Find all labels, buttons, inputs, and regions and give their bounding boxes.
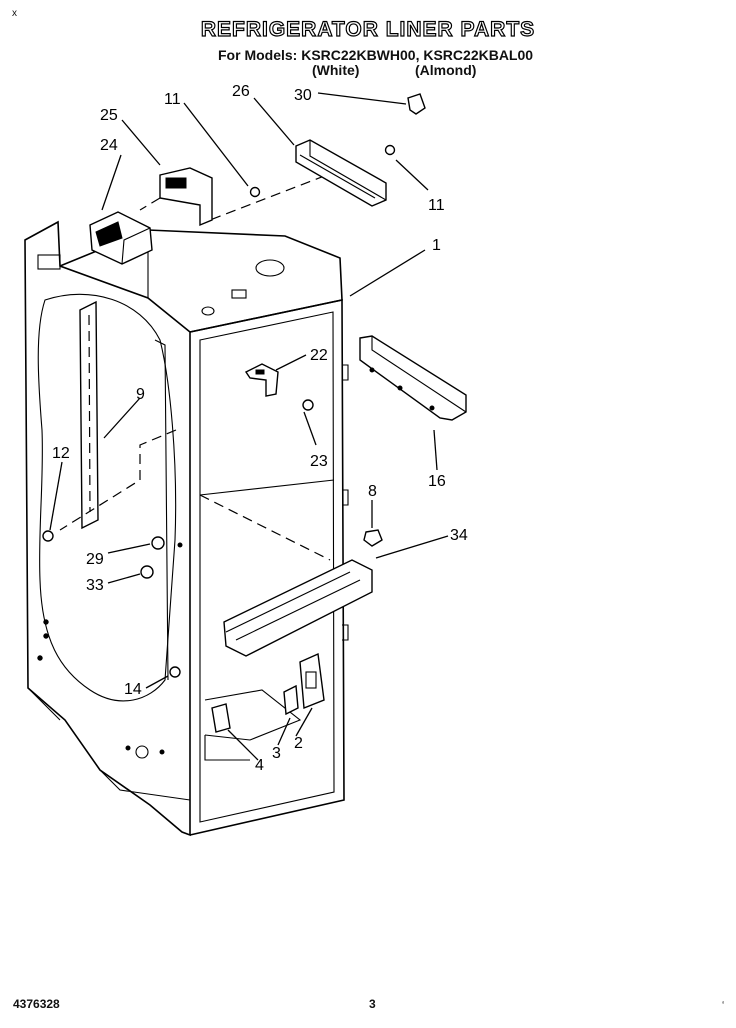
shelf-channel [223, 559, 373, 657]
callout-23: 23 [310, 453, 328, 470]
bottom-brackets [211, 652, 325, 733]
leader-lines [49, 92, 449, 761]
callout-9: 9 [136, 386, 145, 403]
control-housing [89, 167, 213, 265]
callout-8: 8 [368, 483, 377, 500]
callout-14: 14 [124, 681, 142, 698]
fastener-part [363, 529, 383, 547]
callout-labels: 1 2 3 4 8 9 11 11 12 14 16 22 23 24 25 2… [52, 83, 468, 774]
callout-33: 33 [86, 577, 104, 594]
callout-30: 30 [294, 87, 312, 104]
callout-34: 34 [450, 527, 468, 544]
callout-29: 29 [86, 551, 104, 568]
variant-almond-label: (Almond) [415, 62, 477, 78]
callout-25: 25 [100, 107, 118, 124]
top-bracket [295, 139, 387, 207]
clip-part [407, 93, 426, 115]
callout-11a: 11 [164, 91, 181, 108]
callout-12: 12 [52, 445, 70, 462]
small-bracket [244, 363, 279, 397]
callout-3: 3 [272, 745, 281, 762]
callout-1: 1 [432, 237, 441, 254]
crisper-bracket [359, 335, 467, 421]
model-numbers: For Models: KSRC22KBWH00, KSRC22KBAL00 [218, 47, 534, 63]
variant-white-label: (White) [312, 62, 360, 78]
document-number: 4376328 [13, 997, 60, 1011]
callout-22: 22 [310, 347, 328, 364]
callout-26: 26 [232, 83, 250, 100]
callout-2: 2 [294, 735, 303, 752]
page-title: REFRIGERATOR LINER PARTS [200, 17, 536, 41]
sensor-parts [140, 536, 183, 579]
callout-16: 16 [428, 473, 446, 490]
liner-cabinet [24, 169, 349, 837]
callout-11b: 11 [428, 197, 445, 214]
page-number: 3 [369, 997, 376, 1011]
callout-24: 24 [100, 137, 118, 154]
corner-mark-bottom: ‘ [722, 1000, 725, 1011]
screw-part [42, 144, 396, 678]
corner-mark-top: x [12, 8, 17, 19]
callout-4: 4 [255, 757, 264, 774]
